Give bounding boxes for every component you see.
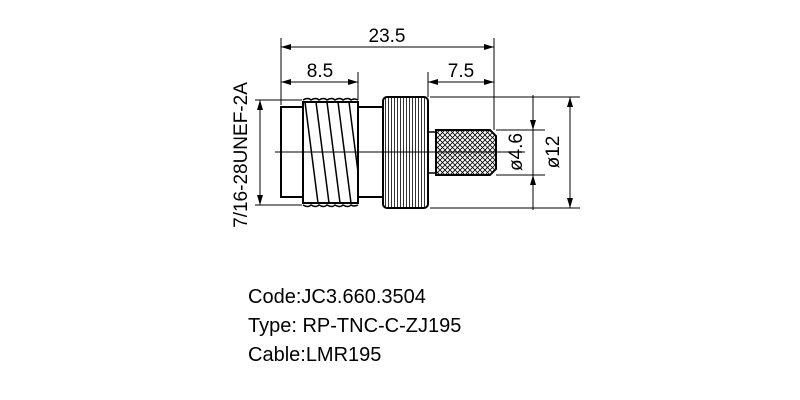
dim-crimp-diameter: ø4.6	[506, 133, 527, 171]
dim-overall-length: 23.5	[369, 26, 406, 47]
code-label: Code:JC3.660.3504	[248, 286, 426, 308]
dim-thread-length: 8.5	[307, 61, 333, 82]
type-label: Type: RP-TNC-C-ZJ195	[248, 315, 462, 337]
dim-crimp-length: 7.5	[448, 61, 474, 82]
dim-nut-diameter: ø12	[543, 136, 564, 169]
thread-section	[302, 101, 359, 204]
dim-thread-spec: 7/16-28UNEF-2A	[231, 82, 252, 228]
cable-label: Cable:LMR195	[248, 344, 382, 366]
